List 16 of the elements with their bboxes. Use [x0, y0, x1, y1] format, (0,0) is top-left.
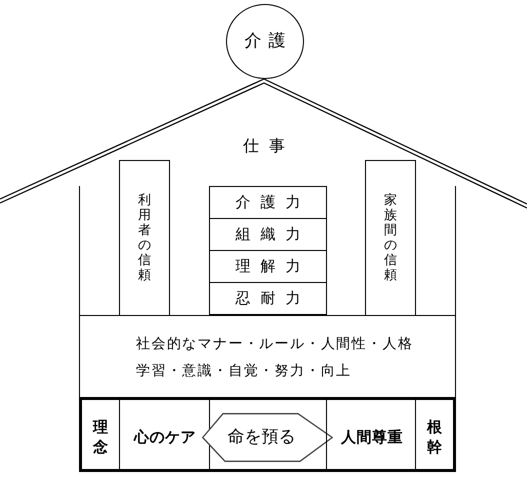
foundation-cell: 理念	[82, 400, 120, 469]
stack-box: 忍耐力	[209, 282, 327, 315]
foundation-cell: 人間尊重	[326, 400, 416, 469]
stack-box: 組織力	[209, 218, 327, 251]
band-box	[79, 315, 456, 398]
circle-node: 介護	[226, 4, 304, 79]
band-text: 社会的なマナー・ルール・人間性・人格	[136, 335, 414, 353]
roof-label: 仕事	[242, 137, 295, 155]
pillar-box: 利用者の信頼	[119, 160, 170, 316]
pillar-box: 家族間の信頼	[365, 160, 416, 316]
stack-box: 理解力	[209, 250, 327, 283]
foundation-box	[79, 397, 456, 472]
foundation-cell: 根幹	[415, 400, 453, 469]
stack-box: 介護力	[209, 186, 327, 219]
band-text: 学習・意識・自覚・努力・向上	[136, 362, 352, 380]
hexagon: 命を預る	[202, 413, 333, 462]
